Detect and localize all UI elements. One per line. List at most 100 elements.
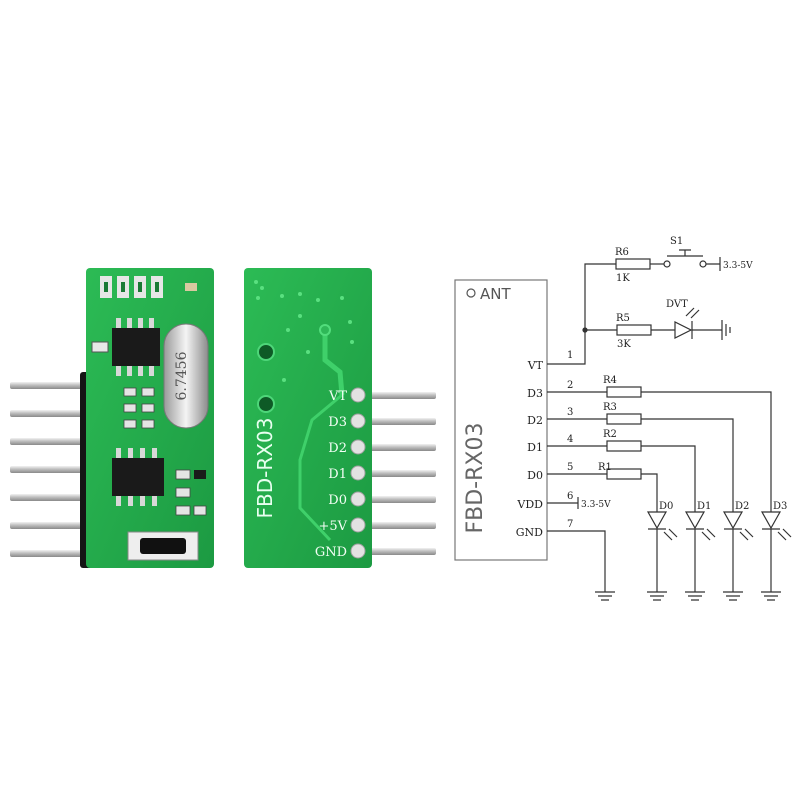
pin-name: D2 (527, 414, 543, 427)
schematic: ANT FBD-RX03 VT D3 D2 D1 D0 VDD GND 1 2 … (454, 236, 792, 601)
led-d1 (684, 511, 716, 601)
pin-number: 5 (567, 462, 573, 473)
d2-led-wire (641, 418, 734, 512)
led-d2 (722, 511, 754, 601)
back-pin-pads (350, 387, 366, 559)
dvt-ground (692, 320, 731, 340)
header-pin (362, 392, 436, 399)
d1-led-wire (641, 445, 696, 512)
smd-resistor (175, 487, 191, 498)
resistor-r1 (606, 468, 642, 480)
data-resistor-labels: R4 R3 R2 R1 (598, 375, 617, 473)
module-block (454, 279, 548, 561)
smd-resistor (123, 403, 137, 413)
resistor-label: R4 (603, 375, 617, 386)
header-pin (10, 550, 92, 557)
resistor-label: R1 (598, 462, 612, 473)
header-pin (362, 418, 436, 425)
header-pin (10, 410, 92, 417)
module-label: FBD-RX03 (463, 423, 488, 534)
pin-number: 6 (567, 491, 573, 502)
dvt-label: DVT (666, 299, 688, 310)
led-dvt-rays (685, 307, 700, 319)
vdd-wire (547, 497, 579, 509)
d3-led-wire (641, 391, 772, 512)
smd-resistor (91, 341, 109, 353)
pin-label: D2 (328, 441, 347, 456)
resistor-r4 (606, 386, 642, 398)
header-pin (362, 496, 436, 503)
module-pin-names: VT D3 D2 D1 D0 VDD GND (516, 359, 544, 539)
via (257, 395, 275, 413)
r5-label: R5 (616, 313, 630, 324)
vdd-supply: 3.3-5V (581, 500, 611, 510)
crystal-marking: 6.7456 (174, 351, 190, 400)
model-label: FBD-RX03 (253, 418, 277, 519)
header-pin (10, 382, 92, 389)
vt-wire (547, 263, 616, 365)
pin-label: +5V (318, 519, 347, 534)
front-board: 6.7456 (10, 268, 214, 568)
pcb-trace (322, 325, 345, 396)
pin-name: VDD (516, 498, 543, 511)
d0-led-wire (641, 473, 658, 512)
resistor-r2 (606, 440, 642, 452)
resistor-label: R3 (603, 402, 617, 413)
pcb-trace (298, 393, 343, 542)
smd-capacitor (185, 283, 197, 291)
learn-button[interactable] (127, 531, 199, 561)
back-pin-labels: VT D3 D2 D1 D0 +5V GND (315, 389, 348, 560)
header-pin (362, 522, 436, 529)
smd-transistor (194, 470, 206, 479)
ic-chip-u1 (112, 318, 160, 376)
top-pads (100, 276, 163, 298)
ic-chip-u2 (112, 448, 164, 506)
smd-resistor (123, 419, 137, 429)
back-header-pins (362, 392, 436, 555)
resistor-r3 (606, 413, 642, 425)
switch-s1 (667, 249, 703, 257)
pin-number: 2 (567, 380, 573, 391)
pin-label: D3 (328, 415, 347, 430)
header-pin (362, 548, 436, 555)
s1-supply: 3.3-5V (723, 261, 753, 271)
pin-label: D0 (328, 493, 347, 508)
led-label: D1 (697, 501, 711, 512)
pin-name: D1 (527, 441, 543, 454)
gnd-wire (547, 530, 606, 592)
r5-value: 3K (617, 339, 631, 350)
s1-label: S1 (670, 236, 683, 247)
header-pin (10, 438, 92, 445)
smd-resistor (141, 419, 155, 429)
back-board: FBD-RX03 VT D3 D2 D1 D0 +5V GND (244, 268, 436, 568)
resistor-label: R2 (603, 429, 617, 440)
smd-resistor (193, 505, 207, 516)
pin-label: GND (315, 545, 347, 560)
pin-name: GND (516, 526, 543, 539)
r6-value: 1K (616, 273, 630, 284)
switch-contact (699, 260, 707, 268)
pin-number: 3 (567, 407, 573, 418)
via (319, 324, 331, 336)
smd-resistor (141, 403, 155, 413)
pin-label: D1 (328, 467, 347, 482)
smd-resistor (141, 387, 155, 397)
pin-number: 4 (567, 434, 573, 445)
resistor-r5 (616, 324, 652, 336)
pin-number: 7 (567, 519, 573, 530)
header-pin (362, 470, 436, 477)
back-pcb (244, 268, 372, 568)
pin-name: D0 (527, 469, 543, 482)
led-label: D3 (773, 501, 787, 512)
header-pin (10, 494, 92, 501)
pin-name: VT (527, 359, 544, 372)
switch-supply-wire (706, 257, 721, 271)
r6-label: R6 (615, 247, 629, 258)
led-label: D0 (659, 501, 673, 512)
smd-resistor (175, 505, 191, 516)
led-dvt (674, 321, 693, 339)
led-labels: D0 D1 D2 D3 (659, 501, 787, 512)
led-d3 (760, 511, 792, 601)
header-pin (10, 522, 92, 529)
